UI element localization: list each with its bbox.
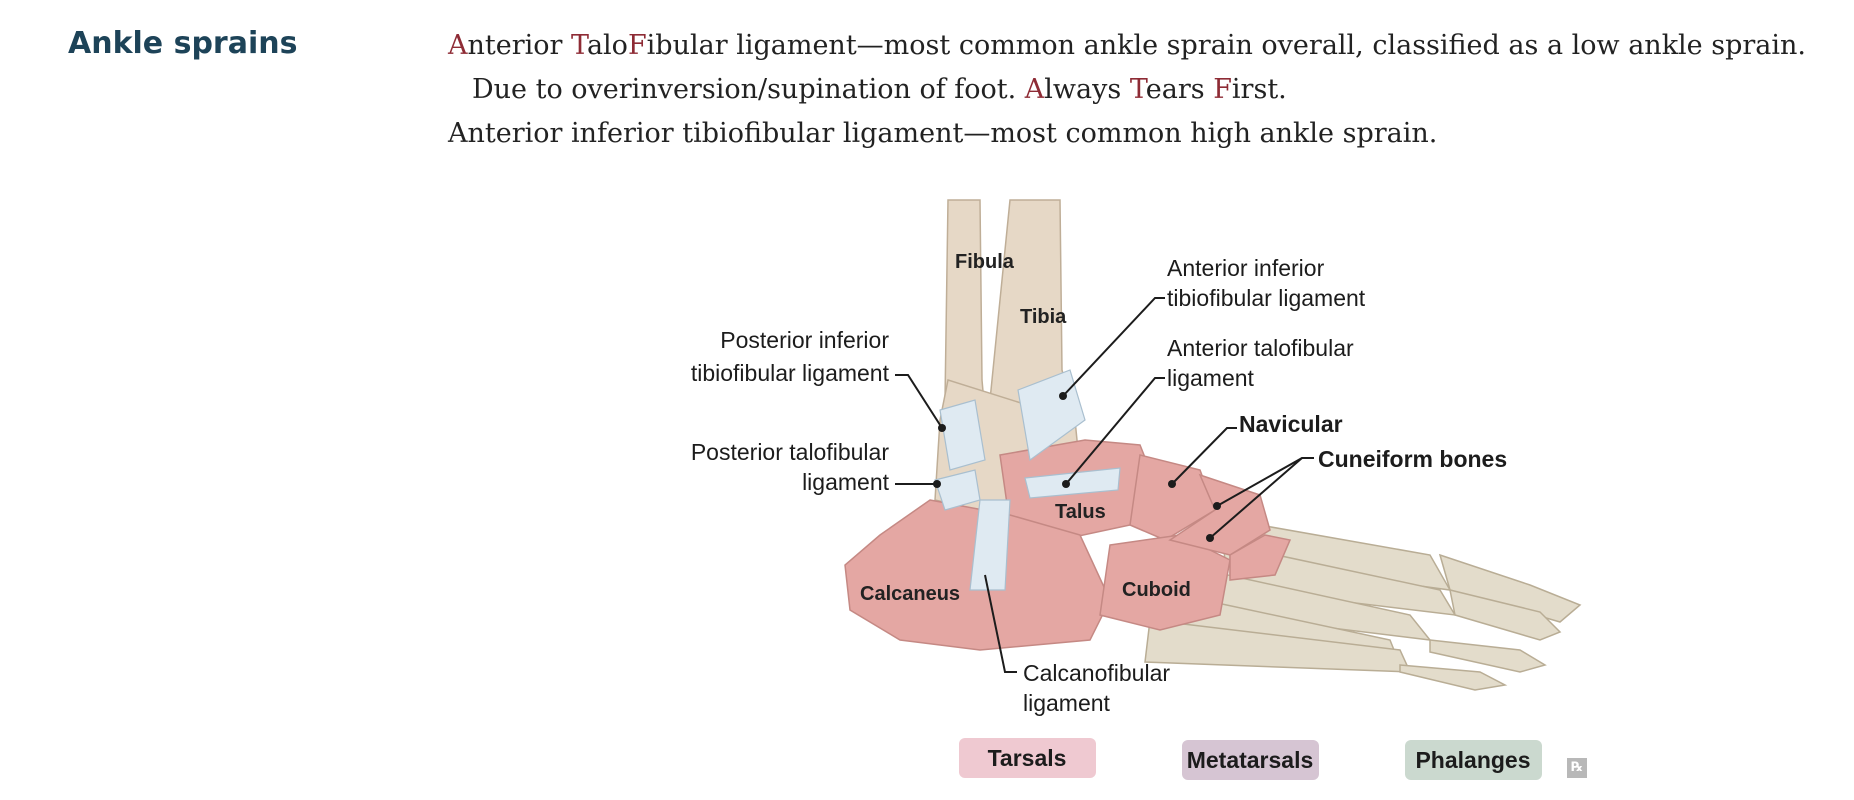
leader-lines	[895, 297, 1314, 673]
label-atfl-line1: Anterior talofibular	[1167, 335, 1354, 361]
legend-label-metatarsals: Metatarsals	[1187, 747, 1314, 773]
legend-label-phalanges: Phalanges	[1415, 747, 1530, 773]
label-cuboid: Cuboid	[1122, 579, 1191, 601]
label-talus: Talus	[1055, 501, 1106, 523]
legend: Tarsals Metatarsals Phalanges	[959, 738, 1542, 780]
label-fibula: Fibula	[955, 251, 1015, 273]
mnemonic-letter: T	[571, 30, 587, 61]
text-line-3: Anterior inferior tibiofibular ligament—…	[448, 118, 1438, 149]
mnemonic-letter: F	[1213, 74, 1232, 105]
label-cfl-line1: Calcanofibular	[1023, 660, 1170, 686]
label-atfl-line2: ligament	[1167, 365, 1255, 391]
mnemonic-letter: A	[448, 30, 468, 61]
legend-swatch-tarsals	[959, 738, 1096, 778]
label-aitfl-line2: tibiofibular ligament	[1167, 285, 1366, 311]
text-line-1: Anterior TaloFibular ligament—most commo…	[448, 30, 1806, 61]
text-line-2: Due to overinversion/supination of foot.…	[472, 74, 1287, 105]
label-pitfl-line1: Posterior inferior	[720, 327, 889, 353]
mnemonic-letter: A	[1024, 74, 1045, 105]
ligaments	[934, 369, 1121, 591]
label-tibia: Tibia	[1020, 306, 1067, 328]
bone-labels: Fibula Tibia Talus Calcaneus Cuboid	[860, 251, 1191, 605]
page-title: Ankle sprains	[68, 26, 298, 61]
callout-labels: Anterior inferior tibiofibular ligament …	[691, 255, 1507, 716]
label-ptfl-line1: Posterior talofibular	[691, 439, 889, 465]
label-cuneiform: Cuneiform bones	[1318, 446, 1507, 472]
rx-icon: ℞	[1567, 758, 1587, 778]
label-navicular: Navicular	[1239, 411, 1343, 437]
legend-swatch-phalanges	[1405, 740, 1542, 780]
legend-label-tarsals: Tarsals	[988, 745, 1067, 771]
label-ptfl-line2: ligament	[802, 469, 890, 495]
label-calcaneus: Calcaneus	[860, 583, 960, 605]
legend-swatch-metatarsals	[1182, 740, 1319, 780]
label-aitfl-line1: Anterior inferior	[1167, 255, 1325, 281]
mnemonic-letter: F	[627, 30, 647, 61]
label-cfl-line2: ligament	[1023, 690, 1111, 716]
mnemonic-letter: T	[1129, 74, 1146, 105]
label-pitfl-line2: tibiofibular ligament	[691, 360, 890, 386]
description-text: Anterior TaloFibular ligament—most commo…	[448, 24, 1806, 156]
